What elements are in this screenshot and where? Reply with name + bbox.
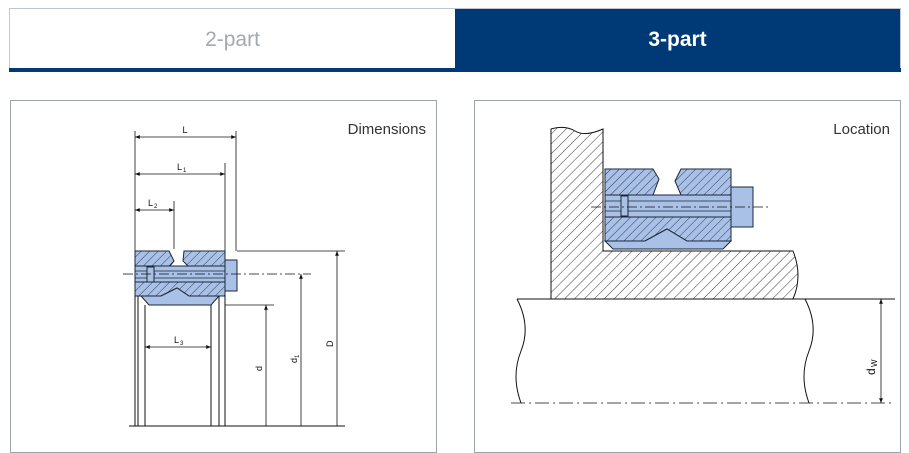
- svg-text:L: L: [182, 125, 187, 135]
- element-section: [134, 250, 238, 306]
- dimensions-drawing: L L 1 L 2: [123, 125, 345, 427]
- hub-section: [550, 126, 799, 300]
- dim-D: D: [325, 251, 339, 426]
- dim-L1: L 1: [135, 162, 225, 176]
- dim-L2: L 2: [135, 198, 174, 212]
- location-drawing: d W: [511, 126, 895, 404]
- svg-text:d: d: [254, 366, 264, 371]
- element-section-location: [603, 168, 754, 250]
- svg-text:2: 2: [154, 204, 158, 210]
- svg-text:d: d: [864, 368, 878, 375]
- extension-lines: [134, 131, 237, 251]
- dim-d: d: [254, 305, 268, 426]
- diameter-extensions: [225, 250, 345, 306]
- dim-L: L: [135, 125, 236, 139]
- svg-text:1: 1: [295, 354, 301, 358]
- dim-L3: L 3: [145, 335, 211, 349]
- svg-text:1: 1: [183, 168, 187, 174]
- bore-lines: [129, 296, 345, 427]
- svg-text:d: d: [289, 358, 299, 363]
- location-title: Location: [833, 121, 890, 138]
- tab-3-part[interactable]: 3-part: [455, 9, 900, 71]
- svg-text:D: D: [325, 340, 335, 347]
- shaft: [515, 298, 895, 404]
- dimensions-title: Dimensions: [347, 121, 426, 138]
- svg-text:W: W: [870, 359, 879, 367]
- location-panel: Location: [474, 100, 901, 453]
- svg-text:L: L: [148, 198, 153, 208]
- dim-d1: d 1: [289, 274, 303, 426]
- dimensions-panel: Dimensions L L 1: [10, 100, 437, 453]
- svg-text:3: 3: [180, 341, 184, 347]
- tab-bar: 2-part 3-part: [9, 8, 901, 71]
- tab-underline: [9, 68, 901, 72]
- svg-text:L: L: [177, 162, 182, 172]
- svg-text:L: L: [174, 335, 179, 345]
- tab-2-part[interactable]: 2-part: [10, 9, 455, 71]
- dim-dw: d W: [864, 299, 883, 403]
